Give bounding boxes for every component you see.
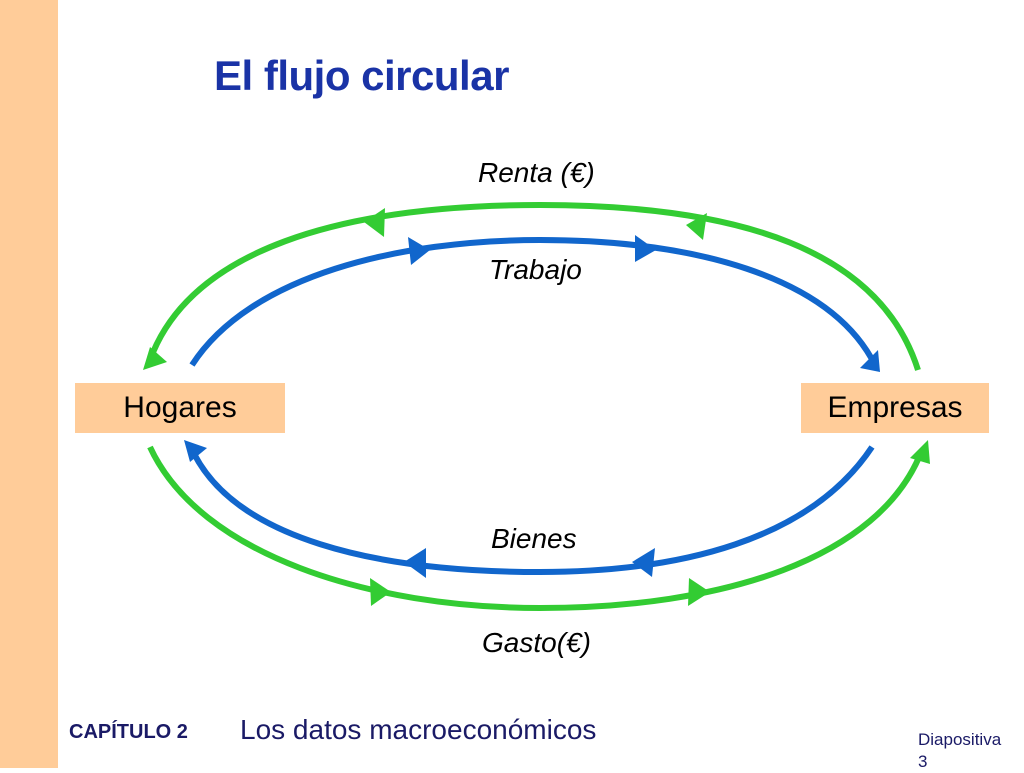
income-arrow-end — [143, 347, 167, 370]
income-arrow-left — [364, 208, 385, 237]
firms-box: Empresas — [801, 383, 989, 433]
footer-chapter: CAPÍTULO 2 — [69, 721, 188, 743]
slide-title: El flujo circular — [214, 52, 509, 99]
goods-arrow-right — [632, 548, 655, 577]
labor-arrow-left — [408, 237, 430, 265]
spending-arrow-left — [370, 578, 391, 606]
spending-arrow-end — [910, 440, 930, 464]
spending-flow-arc — [147, 445, 925, 612]
labor-flow-arc — [189, 236, 878, 367]
goods-flow-arc — [187, 443, 875, 576]
spending-label: Gasto(€) — [482, 627, 591, 658]
side-band — [0, 0, 58, 768]
spending-arrow-right — [688, 578, 710, 606]
footer-chapter-title: Los datos macroeconómicos — [240, 714, 597, 745]
goods-arrow-left — [404, 548, 426, 578]
goods-arrow-end — [184, 440, 207, 462]
goods-label: Bienes — [491, 523, 577, 554]
income-arrow-right — [686, 213, 707, 240]
slide-label: Diapositiva — [918, 730, 1002, 749]
income-flow-arc — [147, 201, 921, 371]
labor-arrow-right — [635, 235, 656, 262]
slide-number-value: 3 — [918, 752, 928, 771]
slide-number: Diapositiva 3 — [918, 729, 1018, 773]
households-box: Hogares — [75, 383, 285, 433]
labor-arrow-end — [860, 350, 880, 372]
labor-label: Trabajo — [489, 254, 582, 285]
income-label: Renta (€) — [478, 157, 595, 188]
